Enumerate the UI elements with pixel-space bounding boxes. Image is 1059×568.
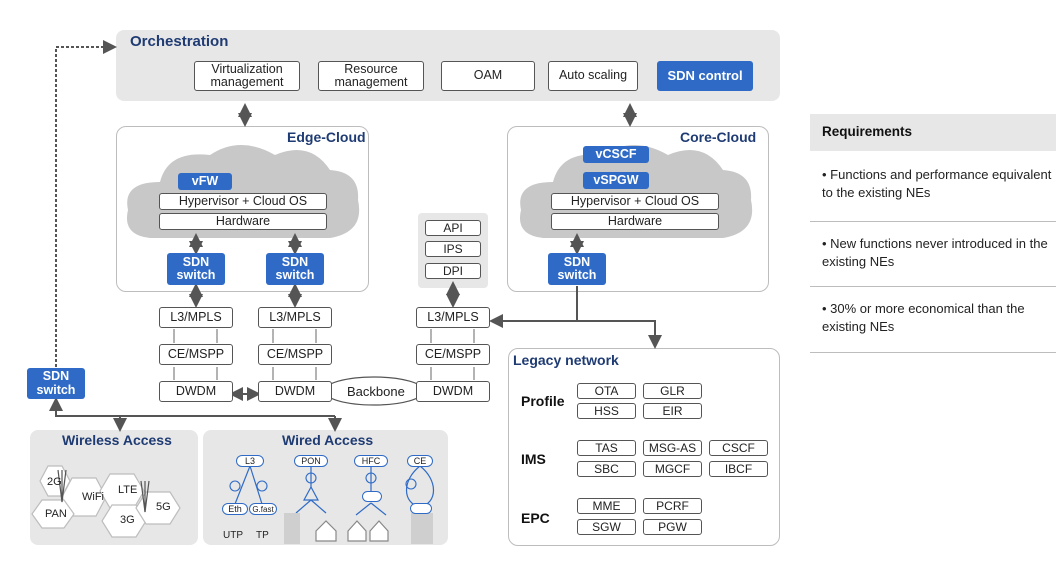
- ce-mspp-box-3: CE/MSPP: [416, 344, 490, 365]
- wireless-access-title: Wireless Access: [62, 432, 172, 448]
- dwdm-box-1: DWDM: [159, 381, 233, 402]
- ce-mspp-box-2: CE/MSPP: [258, 344, 332, 365]
- wired-access-title: Wired Access: [282, 432, 374, 448]
- core-cloud-title: Core-Cloud: [680, 129, 757, 145]
- ce-terminal: [410, 503, 432, 514]
- legacy-network-title: Legacy network: [513, 352, 619, 368]
- edge-hypervisor-box: Hypervisor + Cloud OS: [159, 193, 327, 210]
- hfc-splitter: [362, 491, 382, 502]
- legacy-group-epc: EPC: [521, 510, 550, 526]
- legacy-pcrf: PCRF: [643, 498, 702, 514]
- legacy-msg-as: MSG-AS: [643, 440, 702, 456]
- legacy-hss: HSS: [577, 403, 636, 419]
- backbone-label: Backbone: [347, 384, 405, 399]
- virtualization-management-box: Virtualization management: [194, 61, 300, 91]
- sdn-control-box: SDN control: [657, 61, 753, 91]
- wired-node-l3: L3: [236, 455, 264, 467]
- divider: [810, 221, 1056, 222]
- cell-pan: PAN: [45, 508, 67, 520]
- bullet: •: [822, 301, 831, 316]
- requirements-title: Requirements: [822, 124, 913, 139]
- legacy-eir: EIR: [643, 403, 702, 419]
- legacy-group-profile: Profile: [521, 393, 565, 409]
- wired-node-ce: CE: [407, 455, 433, 467]
- divider: [810, 286, 1056, 287]
- legacy-mgcf: MGCF: [643, 461, 702, 477]
- cell-5g: 5G: [156, 501, 171, 513]
- legacy-sbc: SBC: [577, 461, 636, 477]
- legacy-glr: GLR: [643, 383, 702, 399]
- legacy-ibcf: IBCF: [709, 461, 768, 477]
- l3-mpls-box-3: L3/MPLS: [416, 307, 490, 328]
- wired-node-eth: Eth: [222, 503, 248, 515]
- bullet: •: [822, 167, 831, 182]
- legacy-mme: MME: [577, 498, 636, 514]
- edge-sdn-switch-1: SDN switch: [167, 253, 225, 285]
- access-sdn-switch: SDN switch: [27, 368, 85, 399]
- cell-2g: 2G: [47, 476, 62, 488]
- wired-node-pon: PON: [294, 455, 328, 467]
- legacy-tas: TAS: [577, 440, 636, 456]
- divider: [810, 352, 1056, 353]
- vspgw-box: vSPGW: [583, 172, 649, 189]
- orchestration-title: Orchestration: [130, 33, 229, 50]
- edge-sdn-switch-2: SDN switch: [266, 253, 324, 285]
- dpi-box: DPI: [425, 263, 481, 279]
- l3-mpls-box-1: L3/MPLS: [159, 307, 233, 328]
- ips-box: IPS: [425, 241, 481, 257]
- requirements-header-bg: [810, 114, 1056, 151]
- wired-node-gfast: G.fast: [249, 503, 277, 515]
- edge-hardware-box: Hardware: [159, 213, 327, 230]
- core-sdn-switch: SDN switch: [548, 253, 606, 285]
- l3-mpls-box-2: L3/MPLS: [258, 307, 332, 328]
- legacy-ota: OTA: [577, 383, 636, 399]
- utp-label: UTP: [223, 530, 243, 541]
- cell-lte: LTE: [118, 484, 138, 496]
- core-hypervisor-box: Hypervisor + Cloud OS: [551, 193, 719, 210]
- oam-box: OAM: [441, 61, 535, 91]
- cell-3g: 3G: [120, 514, 135, 526]
- dwdm-box-3: DWDM: [416, 381, 490, 402]
- wired-node-hfc: HFC: [354, 455, 388, 467]
- edge-cloud-title: Edge-Cloud: [287, 129, 366, 145]
- legacy-sgw: SGW: [577, 519, 636, 535]
- cell-wifi: WiFi: [82, 491, 104, 503]
- requirement-item-1: • Functions and performance equivalent t…: [822, 167, 1052, 200]
- auto-scaling-box: Auto scaling: [548, 61, 638, 91]
- bullet: •: [822, 236, 831, 251]
- legacy-group-ims: IMS: [521, 451, 546, 467]
- vcscf-box: vCSCF: [583, 146, 649, 163]
- resource-management-box: Resource management: [318, 61, 424, 91]
- legacy-cscf: CSCF: [709, 440, 768, 456]
- dwdm-box-2: DWDM: [258, 381, 332, 402]
- tp-label: TP: [256, 530, 269, 541]
- vfw-box: vFW: [178, 173, 232, 190]
- api-box: API: [425, 220, 481, 236]
- requirement-item-2: • New functions never introduced in the …: [822, 236, 1048, 269]
- ce-mspp-box-1: CE/MSPP: [159, 344, 233, 365]
- requirement-item-3: • 30% or more economical than the existi…: [822, 301, 1025, 334]
- core-hardware-box: Hardware: [551, 213, 719, 230]
- legacy-pgw: PGW: [643, 519, 702, 535]
